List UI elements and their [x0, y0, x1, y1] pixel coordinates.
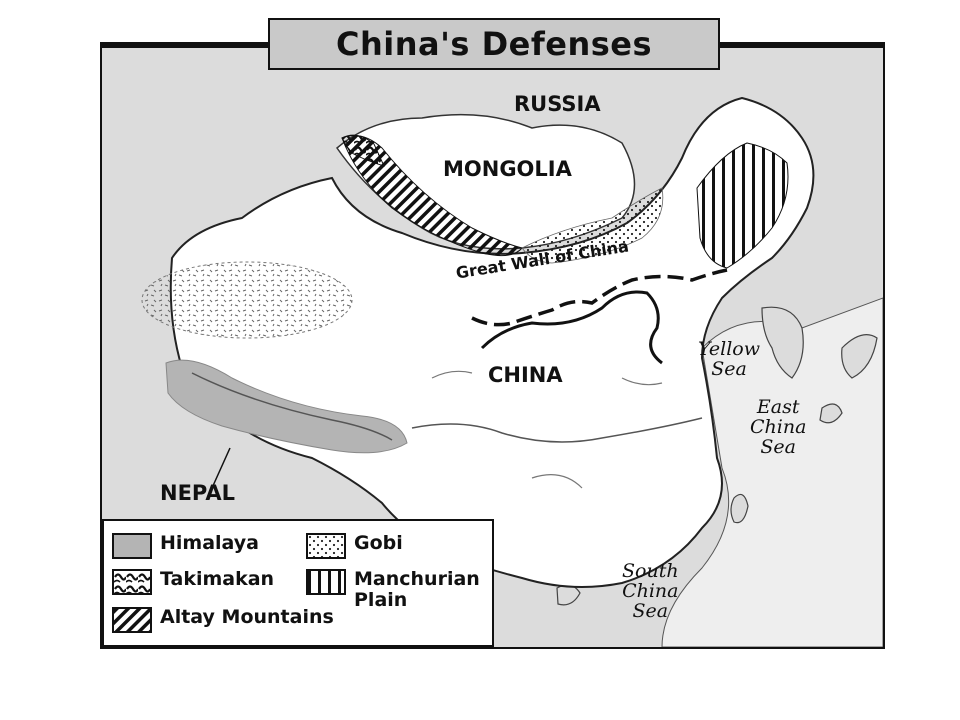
- legend-swatch-altay: [112, 607, 152, 633]
- legend-label-manchurian-line2: Plain: [354, 588, 408, 611]
- nepal-pointer: [211, 447, 231, 489]
- legend-item-himalaya: Himalaya: [112, 533, 259, 559]
- japan-islands: [819, 334, 878, 424]
- minor-river: [431, 370, 663, 489]
- legend-item-takimakan: Takimakan: [112, 569, 274, 595]
- legend-swatch-gobi: [306, 533, 346, 559]
- legend-label-manchurian-line1: Manchurian: [354, 568, 480, 590]
- label-mongolia: MONGOLIA: [443, 157, 572, 181]
- himalaya-ridge: [191, 372, 393, 441]
- legend-item-gobi: Gobi: [306, 533, 403, 559]
- label-yellow-sea: Yellow Sea: [698, 338, 760, 380]
- south-china-sea-line3: Sea: [632, 599, 669, 622]
- legend-swatch-takimakan: [112, 569, 152, 595]
- map-frame: [100, 42, 885, 649]
- gobi-region: [521, 187, 664, 264]
- altay-swirl-band: [341, 134, 385, 167]
- map-legend: Himalaya Takimakan Altay Mountains Gobi …: [102, 519, 494, 647]
- label-east-china-sea: East China Sea: [750, 396, 807, 458]
- yellow-sea-line1: Yellow: [698, 338, 760, 360]
- legend-label-altay: Altay Mountains: [160, 606, 334, 628]
- great-wall-line: [471, 268, 728, 327]
- east-china-sea-line2: China: [750, 415, 807, 438]
- legend-label-himalaya: Himalaya: [160, 532, 259, 554]
- map-title-box: China's Defenses: [268, 18, 720, 70]
- map-title: China's Defenses: [335, 25, 653, 63]
- label-russia: RUSSIA: [514, 92, 601, 116]
- label-china: CHINA: [488, 363, 563, 387]
- legend-label-manchurian: Manchurian Plain: [354, 569, 480, 611]
- legend-item-altay: Altay Mountains: [112, 607, 334, 633]
- legend-swatch-himalaya: [112, 533, 152, 559]
- manchurian-plain-region: [696, 142, 789, 269]
- east-china-sea-line3: Sea: [760, 435, 796, 458]
- yangtze-river: [411, 417, 703, 443]
- label-south-china-sea: South China Sea: [622, 560, 679, 622]
- east-china-sea-line1: East: [756, 396, 800, 418]
- south-china-sea-line2: China: [622, 579, 679, 602]
- takimakan-region: [141, 261, 353, 339]
- map-graphic: [141, 96, 883, 647]
- label-nepal: NEPAL: [160, 481, 236, 505]
- legend-label-gobi: Gobi: [354, 532, 403, 554]
- hainan-island: [556, 584, 581, 606]
- legend-item-manchurian: Manchurian Plain: [306, 569, 480, 611]
- himalaya-region: [165, 359, 408, 454]
- legend-swatch-manchurian: [306, 569, 346, 595]
- legend-label-takimakan: Takimakan: [160, 568, 275, 590]
- korea-peninsula: [761, 306, 804, 379]
- yellow-sea-line2: Sea: [711, 357, 747, 380]
- yellow-river: [480, 290, 663, 365]
- taiwan-island: [730, 493, 749, 524]
- south-china-sea-line1: South: [622, 560, 679, 582]
